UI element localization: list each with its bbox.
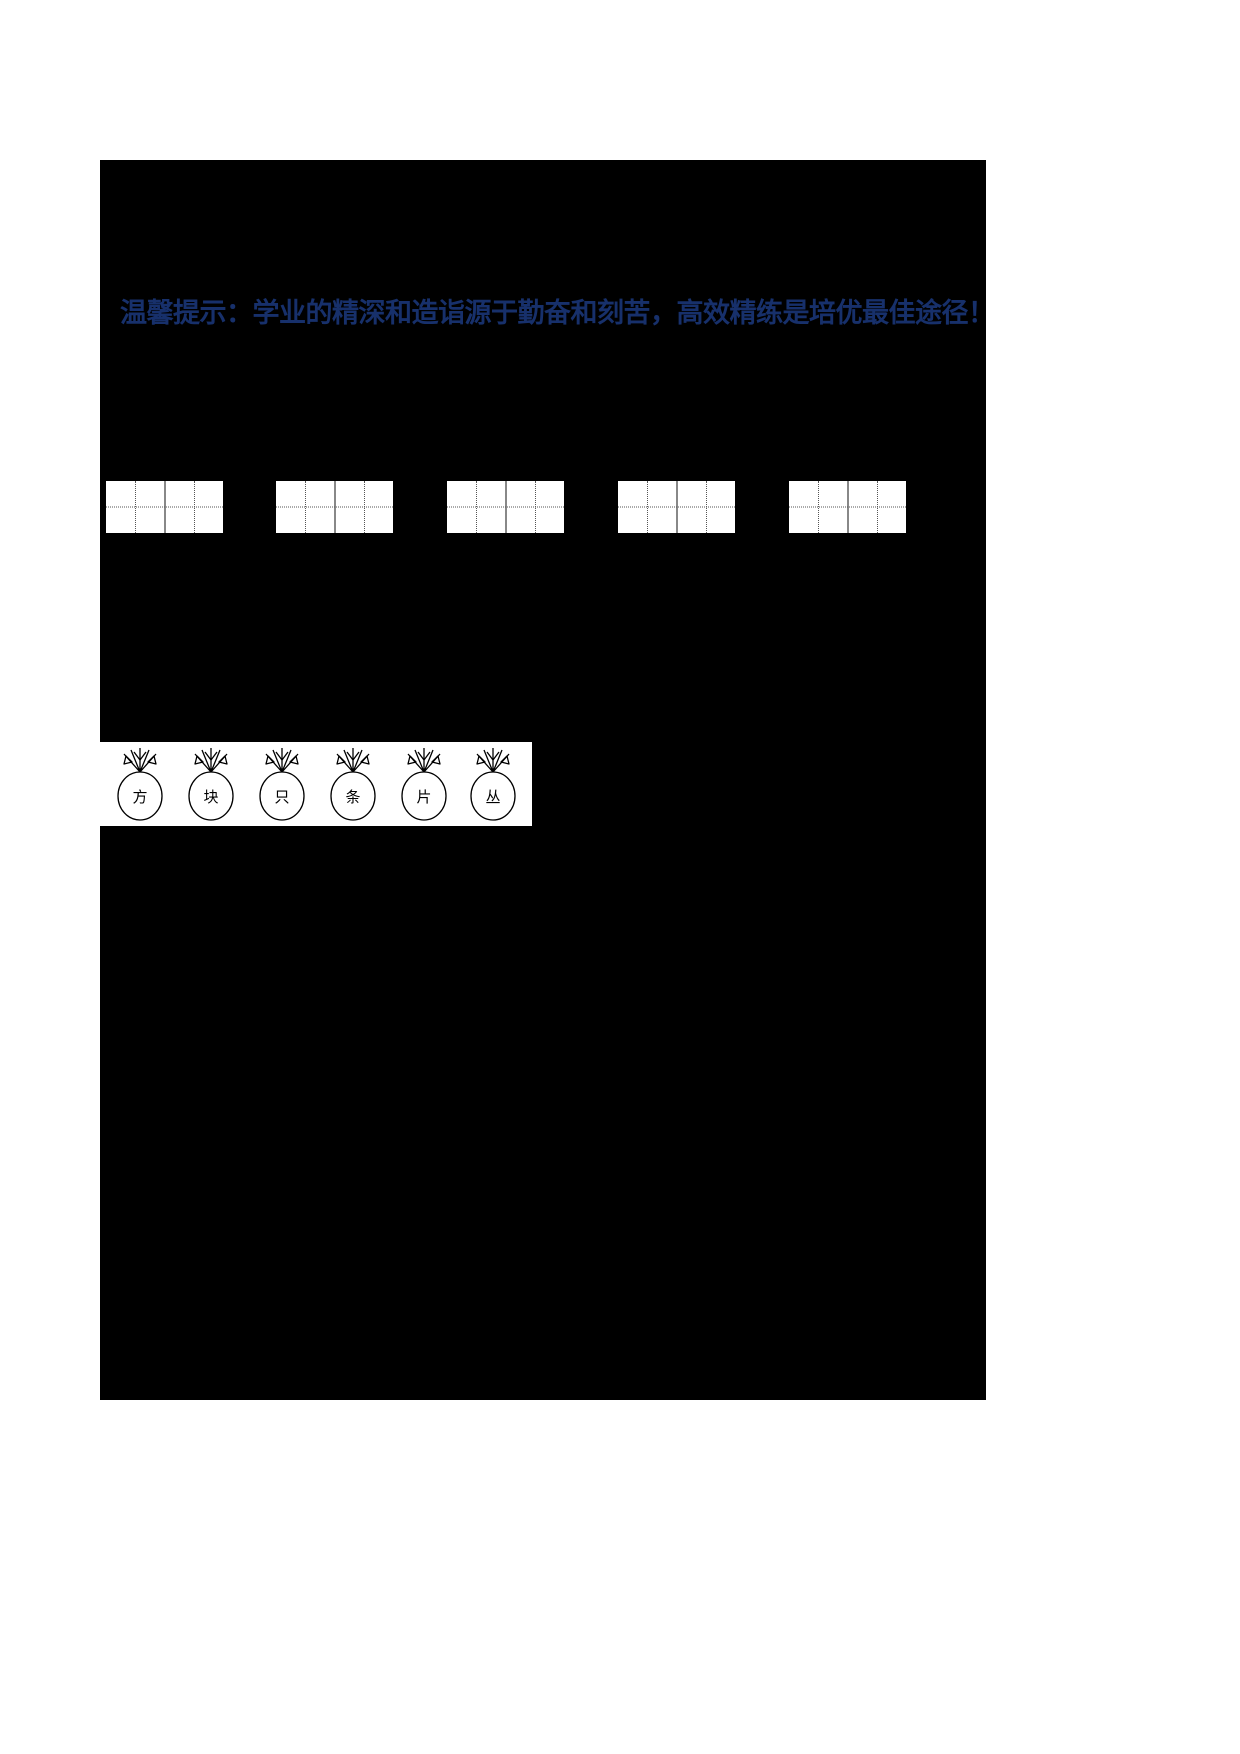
writing-grid-cell-5[interactable]	[787, 479, 908, 535]
pineapple-icon	[330, 748, 376, 821]
pineapple-icon	[259, 748, 305, 821]
measure-word-item[interactable]: 方	[104, 744, 176, 824]
grid-center-horizontal	[106, 506, 223, 508]
pineapple-icon	[188, 748, 234, 821]
writing-grid-row	[100, 479, 986, 537]
grid-center-horizontal	[447, 506, 564, 508]
pineapple-icon	[117, 748, 163, 821]
tip-banner: 温馨提示：学业的精深和造诣源于勤奋和刻苦，高效精练是培优最佳途径！	[100, 294, 986, 334]
pineapple-icon	[401, 748, 447, 821]
measure-word-item[interactable]: 块	[175, 744, 247, 824]
tip-text: 温馨提示：学业的精深和造诣源于勤奋和刻苦，高效精练是培优最佳途径！	[120, 298, 986, 329]
writing-grid-cell-1[interactable]	[104, 479, 225, 535]
grid-center-horizontal	[618, 506, 735, 508]
measure-word-strip: 方 块 只 条	[100, 742, 532, 826]
writing-grid-cell-2[interactable]	[274, 479, 395, 535]
writing-grid-cell-3[interactable]	[445, 479, 566, 535]
grid-center-horizontal	[276, 506, 393, 508]
measure-word-item[interactable]: 片	[388, 744, 460, 824]
measure-word-item[interactable]: 丛	[457, 744, 529, 824]
writing-grid-cell-4[interactable]	[616, 479, 737, 535]
measure-word-item[interactable]: 条	[317, 744, 389, 824]
measure-word-item[interactable]: 只	[246, 744, 318, 824]
pineapple-icon	[470, 748, 516, 821]
grid-center-horizontal	[789, 506, 906, 508]
